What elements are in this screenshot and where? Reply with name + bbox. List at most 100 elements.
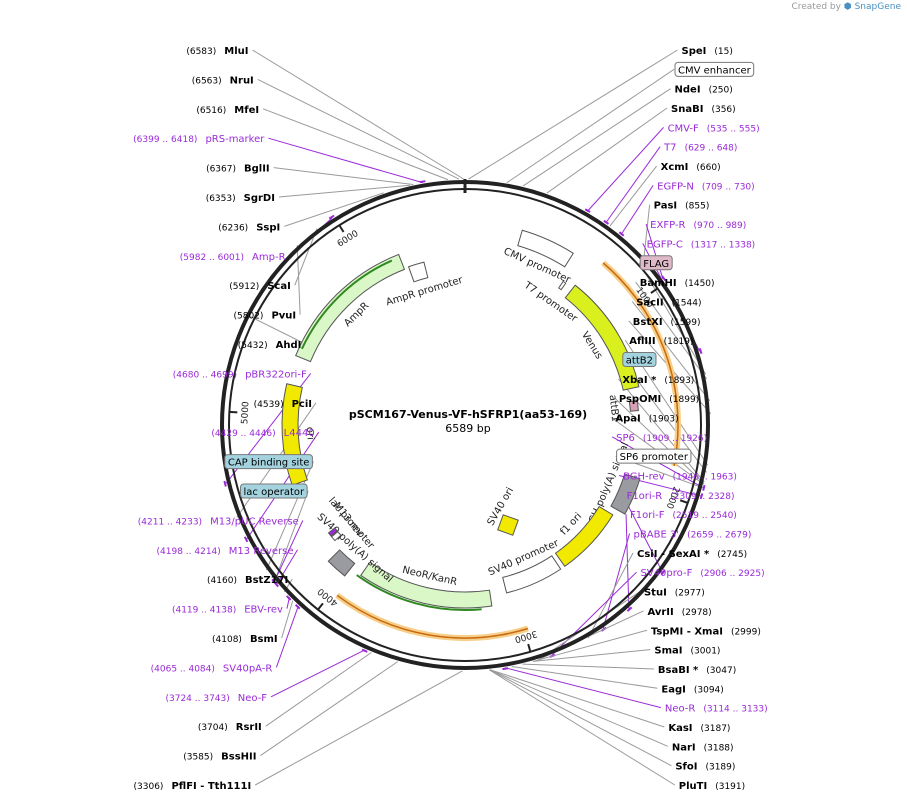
site-stui[interactable]: StuI(2977) bbox=[644, 588, 705, 599]
site-sp6[interactable]: SP6(1909 .. 1926) bbox=[616, 433, 707, 444]
site-pvui[interactable]: PvuI(5802) bbox=[234, 311, 297, 322]
site-sv40pro-f[interactable]: SV40pro-F(2906 .. 2925) bbox=[641, 568, 765, 579]
site-name: PspOMI bbox=[619, 394, 661, 405]
site-nari[interactable]: NarI(3188) bbox=[672, 742, 734, 753]
site-mlui[interactable]: MluI(6583) bbox=[186, 46, 248, 57]
site-pbabe-3[interactable]: pBABE 3'(2659 .. 2679) bbox=[634, 530, 752, 541]
site-pbr322ori-f[interactable]: pBR322ori-F(4680 .. 4699) bbox=[173, 369, 307, 380]
site-position: (1903) bbox=[649, 415, 679, 425]
site-xbai[interactable]: XbaI *(1893) bbox=[622, 375, 694, 386]
site-scai[interactable]: ScaI(5912) bbox=[229, 281, 291, 292]
site-neo-r[interactable]: Neo-R(3114 .. 3133) bbox=[665, 704, 768, 715]
leader-line bbox=[260, 661, 399, 757]
site-prs-marker[interactable]: pRS-marker(6399 .. 6418) bbox=[133, 134, 265, 145]
site-pcii[interactable]: PciI(4539) bbox=[254, 399, 312, 410]
site-f1ori-r[interactable]: F1ori-R(2309 .. 2328) bbox=[627, 491, 735, 502]
site-egfp-n[interactable]: EGFP-N(709 .. 730) bbox=[657, 181, 755, 192]
site-sv40pa-r[interactable]: SV40pA-R (4065 .. 4084) bbox=[151, 663, 273, 674]
site-pspomi[interactable]: PspOMI(1899) bbox=[619, 394, 699, 405]
leader-line bbox=[587, 552, 634, 639]
site-l4440[interactable]: L4440(4429 .. 4446) bbox=[211, 428, 314, 439]
orf-line bbox=[301, 259, 393, 350]
site-position: (5802) bbox=[234, 312, 264, 322]
site-nrui[interactable]: NruI(6563) bbox=[192, 75, 254, 86]
site-sfoi[interactable]: SfoI(3189) bbox=[675, 762, 735, 773]
site-name: SgrDI bbox=[244, 193, 275, 204]
site-cmv-f[interactable]: CMV-F(535 .. 555) bbox=[668, 123, 760, 134]
site-eagi[interactable]: EagI(3094) bbox=[661, 684, 723, 695]
site-sacii[interactable]: SacII(1544) bbox=[636, 297, 701, 308]
site-cap-binding-site[interactable]: CAP binding site bbox=[224, 454, 313, 470]
primer-mark bbox=[661, 275, 667, 282]
site-bamhi[interactable]: BamHI(1450) bbox=[640, 278, 715, 289]
site-name: SV40pA-R bbox=[223, 663, 272, 674]
site-bglii[interactable]: BglII(6367) bbox=[206, 164, 270, 175]
site-pflfi-tth111i[interactable]: PflFI - Tth111I(3306) bbox=[134, 781, 252, 792]
site-csii-sexai[interactable]: CsiI - SexAI *(2745) bbox=[637, 549, 747, 560]
site-cmv-enhancer[interactable]: CMV enhancer bbox=[674, 61, 755, 77]
site-bsabi[interactable]: BsaBI *(3047) bbox=[658, 665, 736, 676]
feature-tag bbox=[224, 454, 313, 470]
site-name: F1ori-R bbox=[627, 491, 663, 502]
site-exfp-r[interactable]: EXFP-R(970 .. 989) bbox=[650, 220, 746, 231]
feature-tag bbox=[616, 448, 692, 464]
site-afliii[interactable]: AflIII(1819) bbox=[629, 336, 693, 347]
site-avrii[interactable]: AvrII(2978) bbox=[647, 607, 711, 618]
site-rsrii[interactable]: RsrII(3704) bbox=[198, 722, 262, 733]
site-flag[interactable]: FLAG bbox=[639, 255, 673, 271]
site-bsshii[interactable]: BssHII(3585) bbox=[183, 752, 256, 763]
site-bsmi[interactable]: BsmI(4108) bbox=[212, 634, 278, 645]
site-lac-operator[interactable]: lac operator bbox=[240, 483, 308, 499]
site-smai[interactable]: SmaI(3001) bbox=[654, 646, 720, 657]
leader-line bbox=[262, 108, 449, 181]
feature-f1-ori bbox=[554, 505, 614, 568]
site-position: (1544) bbox=[672, 298, 702, 308]
site-name: SpeI bbox=[682, 46, 707, 57]
site-position: (1450) bbox=[685, 279, 715, 289]
site-position: (6516) bbox=[196, 106, 226, 116]
site-apai[interactable]: ApaI(1903) bbox=[615, 414, 678, 425]
site-ebv-rev[interactable]: EBV-rev(4119 .. 4138) bbox=[172, 605, 283, 616]
site-bstxi[interactable]: BstXI(1599) bbox=[633, 317, 701, 328]
site-ndei[interactable]: NdeI(250) bbox=[675, 85, 733, 96]
site-sp6-promoter[interactable]: SP6 promoter bbox=[616, 448, 692, 464]
site-snabi[interactable]: SnaBI(356) bbox=[671, 104, 736, 115]
site-position: (4065 .. 4084) bbox=[151, 664, 215, 674]
site-m13-puc-reverse[interactable]: M13/pUC Reverse(4211 .. 4233) bbox=[138, 516, 299, 527]
site-bgh-rev[interactable]: BGH-rev(1946 .. 1963) bbox=[623, 472, 737, 483]
site-tspmi-xmai[interactable]: TspMI - XmaI(2999) bbox=[651, 626, 761, 637]
site-name: SV40pro-F bbox=[641, 568, 693, 579]
site-amp-r[interactable]: Amp-R(5982 .. 6001) bbox=[180, 252, 286, 263]
tick-label: 6000 bbox=[336, 229, 361, 250]
site-position: (3001) bbox=[691, 647, 721, 657]
site-kasi[interactable]: KasI(3187) bbox=[668, 723, 730, 734]
site-xcmi[interactable]: XcmI(660) bbox=[661, 162, 721, 173]
site-position: (250) bbox=[709, 86, 733, 96]
feature-ampr bbox=[295, 253, 406, 363]
site-name: BsmI bbox=[250, 634, 278, 645]
site-pluti[interactable]: PluTI(3191) bbox=[679, 781, 745, 792]
site-pasi[interactable]: PasI(855) bbox=[654, 201, 710, 212]
site-position: (4211 .. 4233) bbox=[138, 517, 202, 527]
site-mfei[interactable]: MfeI(6516) bbox=[196, 105, 259, 116]
site-bstz17i[interactable]: BstZ17I(4160) bbox=[207, 575, 288, 586]
leader-line bbox=[489, 669, 669, 747]
primer-mark bbox=[502, 667, 509, 671]
site-name: RsrII bbox=[236, 722, 262, 733]
primer-mark bbox=[660, 569, 666, 576]
site-position: (2999) bbox=[731, 627, 761, 637]
site-f1ori-f[interactable]: F1ori-F(2519 .. 2540) bbox=[630, 510, 737, 521]
site-ahdi[interactable]: AhdI(5432) bbox=[238, 340, 302, 351]
site-sgrdi[interactable]: SgrDI(6353) bbox=[206, 193, 275, 204]
site-attb2[interactable]: attB2 bbox=[622, 351, 657, 367]
site-position: (4160) bbox=[207, 576, 237, 586]
site-egfp-c[interactable]: EGFP-C(1317 .. 1338) bbox=[647, 239, 756, 250]
site-neo-f[interactable]: Neo-F(3724 .. 3743) bbox=[165, 693, 267, 704]
site-sspi[interactable]: SspI(6236) bbox=[218, 222, 280, 233]
leader-line bbox=[605, 146, 661, 224]
feature-label: attB1 bbox=[607, 394, 621, 422]
site-spei[interactable]: SpeI(15) bbox=[682, 46, 733, 57]
site-name: ScaI bbox=[267, 281, 291, 292]
site-m13-reverse[interactable]: M13 Reverse(4198 .. 4214) bbox=[157, 546, 294, 557]
site-t7[interactable]: T7(629 .. 648) bbox=[663, 143, 737, 154]
